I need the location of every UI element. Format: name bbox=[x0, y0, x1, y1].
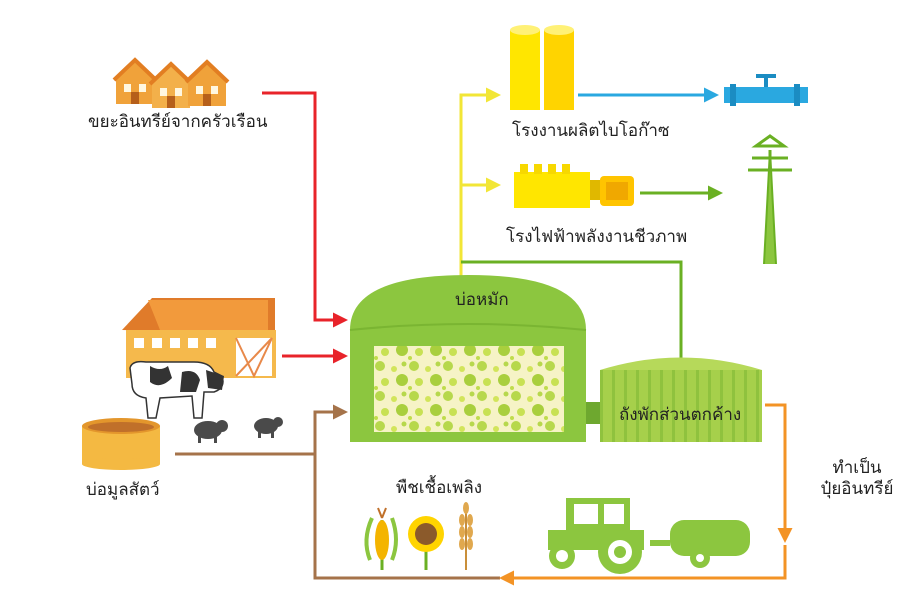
label-energy-crops: พืชเชื้อเพลิง bbox=[396, 478, 483, 498]
power-pylon-icon bbox=[748, 134, 792, 265]
arrow-crops-to-digester bbox=[313, 454, 500, 580]
label-fertilizer-line2: ปุ๋ยอินทรีย์ bbox=[820, 479, 894, 500]
manure-pit-icon bbox=[82, 418, 160, 470]
label-manure-pit: บ่อมูลสัตว์ bbox=[86, 480, 160, 500]
generator-icon bbox=[514, 164, 634, 208]
wheat-icon bbox=[459, 502, 473, 570]
pig-icon bbox=[194, 417, 283, 443]
gas-tanks-icon bbox=[510, 25, 574, 110]
label-household-waste: ขยะอินทรีย์จากครัวเรือน bbox=[88, 112, 268, 132]
digester-icon bbox=[349, 275, 587, 442]
label-bio-power-plant: โรงไฟฟ้าพลังงานชีวภาพ bbox=[506, 227, 688, 247]
houses-icon bbox=[112, 57, 230, 108]
label-digester: บ่อหมัก bbox=[455, 290, 509, 310]
cow-icon bbox=[129, 360, 224, 419]
corn-icon bbox=[364, 507, 398, 570]
arrow-fertilizer-to-crops bbox=[499, 545, 787, 586]
label-residue-tank: ถังพักส่วนตกค้าง bbox=[619, 405, 742, 425]
label-fertilizer: ทำเป็น ปุ๋ยอินทรีย์ bbox=[812, 458, 902, 501]
digester-connector bbox=[586, 402, 602, 424]
arrow-household-to-digester bbox=[262, 91, 348, 328]
sunflower-icon bbox=[408, 516, 444, 570]
line-digester-to-residue bbox=[461, 260, 683, 362]
arrow-digester-to-biogas-plant bbox=[459, 87, 501, 278]
arrow-residue-to-fertilizer bbox=[765, 403, 793, 543]
pipeline-icon bbox=[724, 74, 808, 106]
residue-tank-icon bbox=[600, 357, 762, 442]
label-biogas-plant: โรงงานผลิตไบโอก๊าซ bbox=[512, 121, 670, 141]
tractor-icon bbox=[548, 498, 750, 574]
label-fertilizer-line1: ทำเป็น bbox=[832, 458, 882, 478]
flow-arrows bbox=[175, 87, 793, 586]
arrow-manure-to-digester bbox=[175, 404, 348, 456]
